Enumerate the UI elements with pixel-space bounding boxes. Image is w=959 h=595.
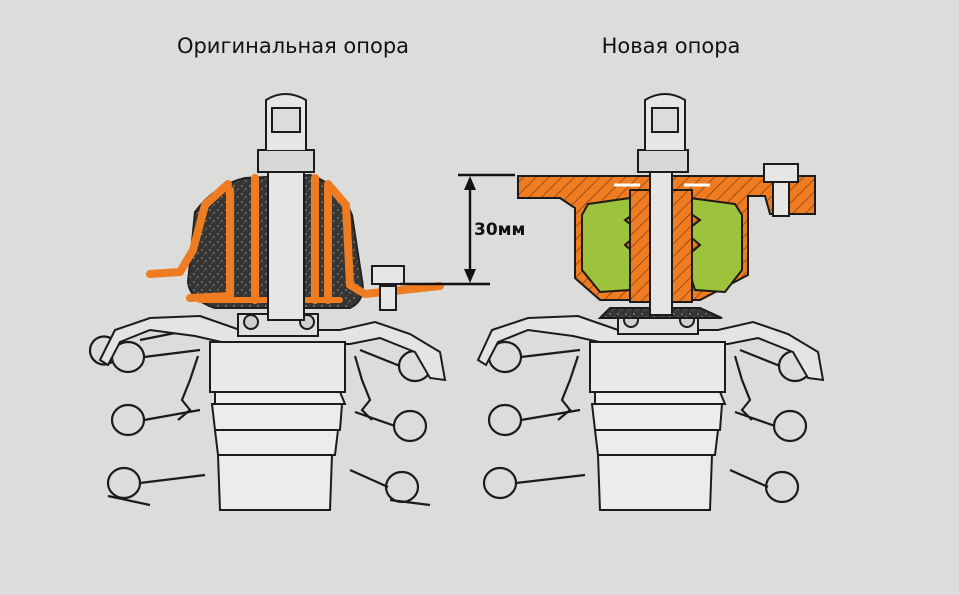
mount-bolt-right: [763, 163, 799, 217]
dust-boot-right: [590, 391, 727, 511]
dimension-label: 30мм: [474, 220, 526, 240]
steel-cups-left: [146, 174, 444, 304]
dust-boot-left: [210, 391, 347, 511]
shock-body-right: [589, 341, 726, 393]
dimension-indicator: [400, 173, 515, 286]
new-mount-assembly: [476, 93, 825, 511]
shock-body-left: [209, 341, 346, 393]
mount-bolt-left: [371, 265, 405, 311]
title-new-mount: Новая опора: [601, 34, 741, 58]
spring-seat-right: [476, 314, 825, 382]
inner-sleeve-new-left: [629, 189, 651, 303]
title-original-mount: Оригинальная опора: [176, 34, 410, 58]
spring-seat-left: [98, 314, 447, 382]
rod-nut-left: [257, 149, 315, 173]
rod-nut-right: [637, 149, 689, 173]
spring-coils-left: [88, 328, 433, 507]
original-mount-assembly: [88, 93, 447, 511]
inner-sleeve-new-right: [671, 189, 693, 303]
